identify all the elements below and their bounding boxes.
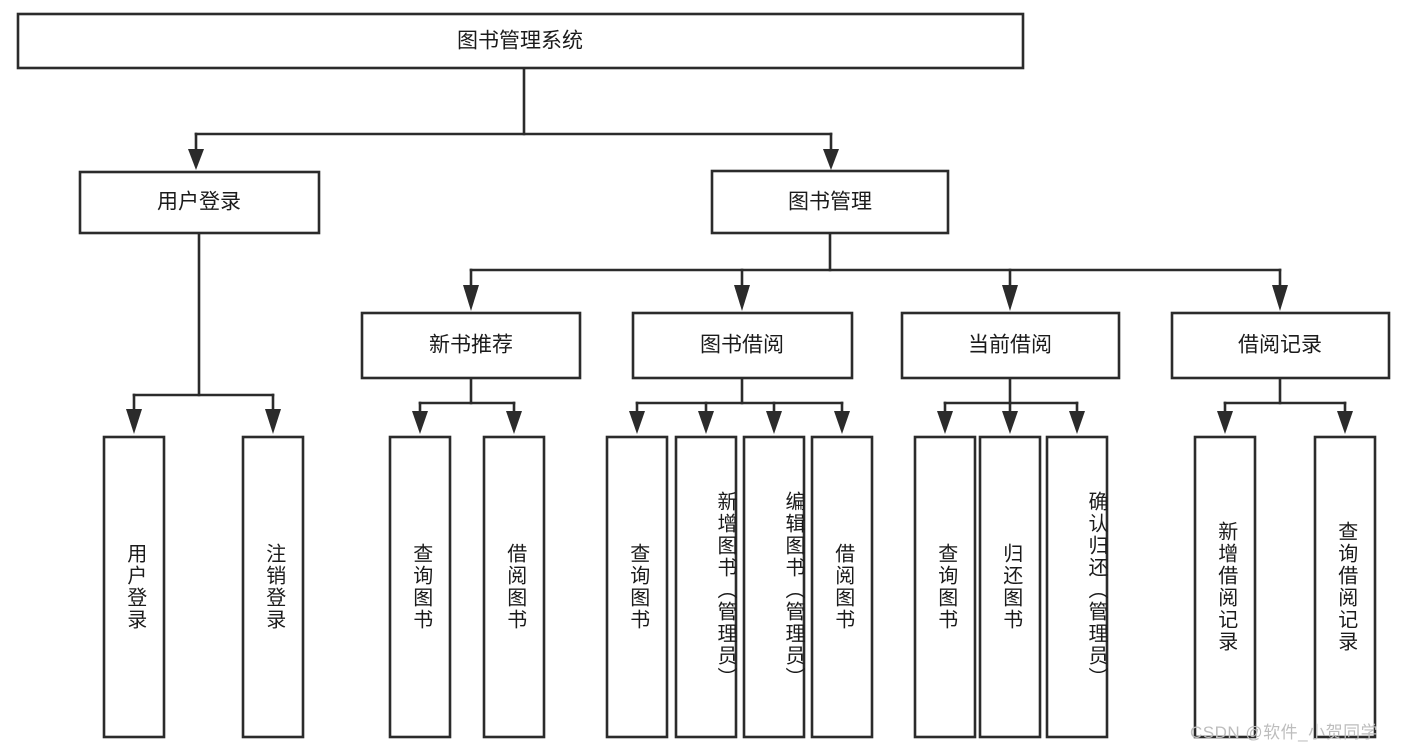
node-leaf-return-book[interactable] <box>978 435 1042 739</box>
arrow-to-book-borrow <box>734 285 750 311</box>
node-book-manage-label: 图书管理 <box>788 191 872 214</box>
node-root-label: 图书管理系统 <box>457 30 583 53</box>
arrow-leaf-return-book <box>1002 411 1018 434</box>
node-user-login-label: 用户登录 <box>157 191 241 214</box>
node-leaf-borrow-book-1[interactable] <box>482 435 546 739</box>
arrow-to-current-borrow <box>1002 285 1018 311</box>
watermark-text: CSDN @软件_小贺同学 <box>1190 723 1379 742</box>
arrow-leaf-query-book-2 <box>629 411 645 434</box>
node-book-borrow[interactable] <box>631 311 854 380</box>
arrow-leaf-add-book <box>698 411 714 434</box>
arrow-leaf-query-book-3 <box>937 411 953 434</box>
arrow-leaf-edit-book <box>766 411 782 434</box>
node-book-manage[interactable] <box>710 169 950 235</box>
node-leaf-query-book-3[interactable] <box>913 435 977 739</box>
arrow-to-book-manage <box>823 149 839 170</box>
node-leaf-edit-book[interactable] <box>742 435 806 739</box>
node-leaf-query-book-2[interactable] <box>605 435 669 739</box>
arrow-to-borrow-record <box>1272 285 1288 311</box>
arrow-to-new-book-recommend <box>463 285 479 311</box>
node-layer: 图书管理系统 用户登录 图书管理 新书推荐 图书借阅 当前借阅 借阅记录 <box>16 12 1391 739</box>
node-book-borrow-label: 图书借阅 <box>700 334 784 357</box>
arrow-leaf-user-login <box>126 409 142 434</box>
arrow-leaf-query-book-1 <box>412 411 428 434</box>
arrow-leaf-query-record <box>1337 411 1353 434</box>
arrow-leaf-borrow-book-2 <box>834 411 850 434</box>
node-borrow-record[interactable] <box>1170 311 1391 380</box>
node-borrow-record-label: 借阅记录 <box>1238 334 1322 357</box>
node-leaf-add-book[interactable] <box>674 435 738 739</box>
arrow-leaf-confirm-return <box>1069 411 1085 434</box>
node-user-login[interactable] <box>78 170 321 235</box>
arrow-to-user-login <box>188 149 204 170</box>
node-current-borrow[interactable] <box>900 311 1121 380</box>
arrow-leaf-user-logout <box>265 409 281 434</box>
node-leaf-add-record[interactable] <box>1193 435 1257 739</box>
node-leaf-query-book-1[interactable] <box>388 435 452 739</box>
edge-layer <box>126 66 1353 434</box>
arrow-leaf-add-record <box>1217 411 1233 434</box>
node-new-book-recommend-label: 新书推荐 <box>429 334 513 357</box>
node-leaf-user-login[interactable] <box>102 435 166 739</box>
node-leaf-borrow-book-2[interactable] <box>810 435 874 739</box>
node-new-book-recommend[interactable] <box>360 311 582 380</box>
node-leaf-query-record[interactable] <box>1313 435 1377 739</box>
node-current-borrow-label: 当前借阅 <box>968 334 1052 357</box>
node-leaf-user-logout[interactable] <box>241 435 305 739</box>
node-root[interactable] <box>16 12 1025 70</box>
node-leaf-confirm-return[interactable] <box>1045 435 1109 739</box>
arrow-leaf-borrow-book-1 <box>506 411 522 434</box>
